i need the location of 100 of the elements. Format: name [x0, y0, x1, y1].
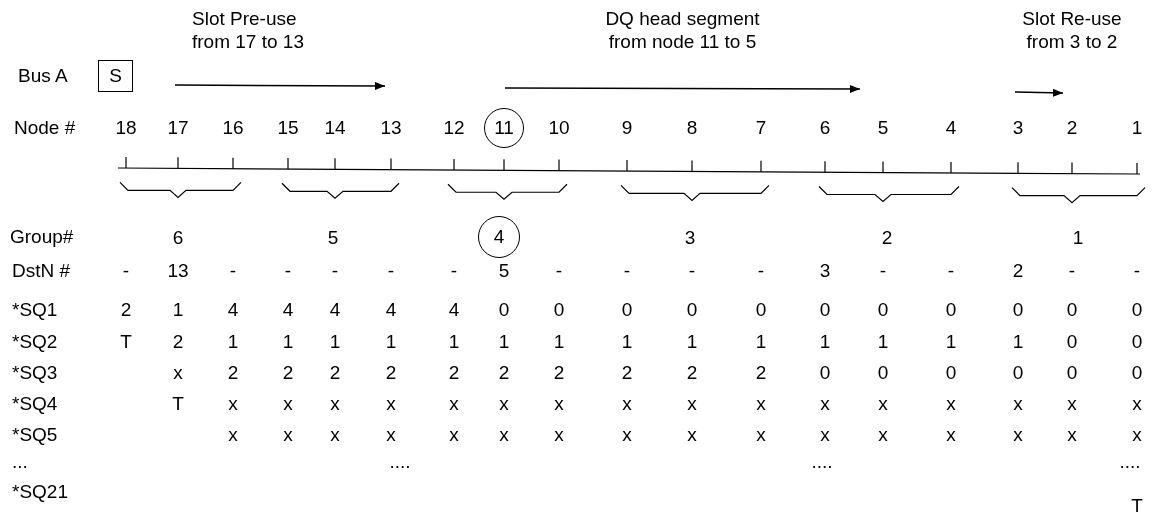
table-value: 0 — [1012, 299, 1024, 321]
table-value: 0 — [755, 299, 767, 321]
row-label: *SQ21 — [12, 481, 68, 503]
row-label: Node # — [14, 117, 76, 139]
table-value: 4 — [385, 299, 397, 321]
group-number: 5 — [327, 227, 339, 249]
table-value: T — [172, 393, 184, 415]
table-value: x — [554, 393, 564, 415]
table-value: 0 — [553, 299, 565, 321]
node-number: 16 — [222, 117, 244, 139]
table-value: 0 — [819, 299, 831, 321]
ellipsis-text: .... — [1119, 451, 1141, 473]
table-value: x — [878, 424, 888, 446]
bus-label: Bus A — [18, 65, 68, 87]
table-value: x — [687, 424, 697, 446]
table-value: x — [1132, 424, 1142, 446]
table-value: 13 — [167, 260, 189, 282]
node-number: 8 — [686, 117, 698, 139]
table-value: 2 — [686, 362, 698, 384]
row-label: DstN # — [12, 260, 71, 282]
table-value: - — [555, 260, 563, 282]
table-value: - — [757, 260, 765, 282]
table-value: - — [284, 260, 292, 282]
table-value: - — [331, 260, 339, 282]
table-value: - — [387, 260, 395, 282]
table-value: x — [228, 393, 238, 415]
group-number: 1 — [1072, 227, 1084, 249]
table-value: x — [756, 424, 766, 446]
table-value: x — [820, 424, 830, 446]
table-value: x — [330, 393, 340, 415]
table-value: x — [499, 393, 509, 415]
table-value: 4 — [282, 299, 294, 321]
table-value: x — [386, 393, 396, 415]
table-value: 0 — [945, 362, 957, 384]
table-value: x — [622, 393, 632, 415]
row-label: *SQ2 — [12, 331, 58, 353]
node-number: 10 — [548, 117, 570, 139]
table-value: 1 — [621, 331, 633, 353]
node-number: 9 — [621, 117, 633, 139]
table-value: x — [499, 424, 509, 446]
table-value: 1 — [945, 331, 957, 353]
table-value: 0 — [1131, 299, 1143, 321]
table-value: 1 — [385, 331, 397, 353]
table-value: x — [228, 424, 238, 446]
node-number: 18 — [115, 117, 137, 139]
ellipsis-text: .... — [811, 451, 833, 473]
table-value: 0 — [686, 299, 698, 321]
table-value: x — [449, 424, 459, 446]
table-value: 1 — [553, 331, 565, 353]
table-value: 2 — [385, 362, 397, 384]
node-number: 7 — [755, 117, 767, 139]
table-value: 0 — [945, 299, 957, 321]
table-value: x — [554, 424, 564, 446]
table-value: x — [173, 362, 183, 384]
row-label: *SQ5 — [12, 424, 58, 446]
table-value: x — [1132, 393, 1142, 415]
ellipsis-text: ... — [12, 451, 28, 473]
table-value: 1 — [819, 331, 831, 353]
table-value: x — [756, 393, 766, 415]
table-value: 4 — [227, 299, 239, 321]
table-value: 2 — [448, 362, 460, 384]
table-value: 1 — [172, 299, 184, 321]
node-number: 6 — [819, 117, 831, 139]
signal-box: S — [98, 60, 133, 92]
table-value: x — [946, 393, 956, 415]
table-value: x — [946, 424, 956, 446]
table-value: x — [1013, 424, 1023, 446]
node-number: 5 — [877, 117, 889, 139]
table-value: 2 — [120, 299, 132, 321]
node-number: 1 — [1131, 117, 1143, 139]
table-value: x — [386, 424, 396, 446]
table-value: x — [283, 393, 293, 415]
table-value: - — [1133, 260, 1141, 282]
table-value: - — [229, 260, 237, 282]
table-value: - — [1068, 260, 1076, 282]
table-value: 2 — [553, 362, 565, 384]
group-number: 3 — [684, 227, 696, 249]
group-number: 2 — [881, 227, 893, 249]
table-value: - — [879, 260, 887, 282]
table-value: 2 — [621, 362, 633, 384]
row-label: *SQ1 — [12, 299, 58, 321]
table-value: 2 — [227, 362, 239, 384]
node-number: 3 — [1012, 117, 1024, 139]
table-value: x — [1067, 393, 1077, 415]
table-value: 1 — [448, 331, 460, 353]
table-value: T — [120, 331, 132, 353]
node-number: 13 — [380, 117, 402, 139]
table-value: 1 — [227, 331, 239, 353]
node-number: 15 — [277, 117, 299, 139]
table-value: 1 — [329, 331, 341, 353]
table-value: 0 — [819, 362, 831, 384]
table-value: 1 — [755, 331, 767, 353]
table-value: - — [122, 260, 130, 282]
table-value: - — [623, 260, 631, 282]
node-number: 14 — [324, 117, 346, 139]
table-value: 0 — [1066, 299, 1078, 321]
table-value: 0 — [877, 299, 889, 321]
table-value: x — [283, 424, 293, 446]
annotation-text: Slot Pre-use from 17 to 13 — [192, 8, 305, 54]
table-value: x — [330, 424, 340, 446]
